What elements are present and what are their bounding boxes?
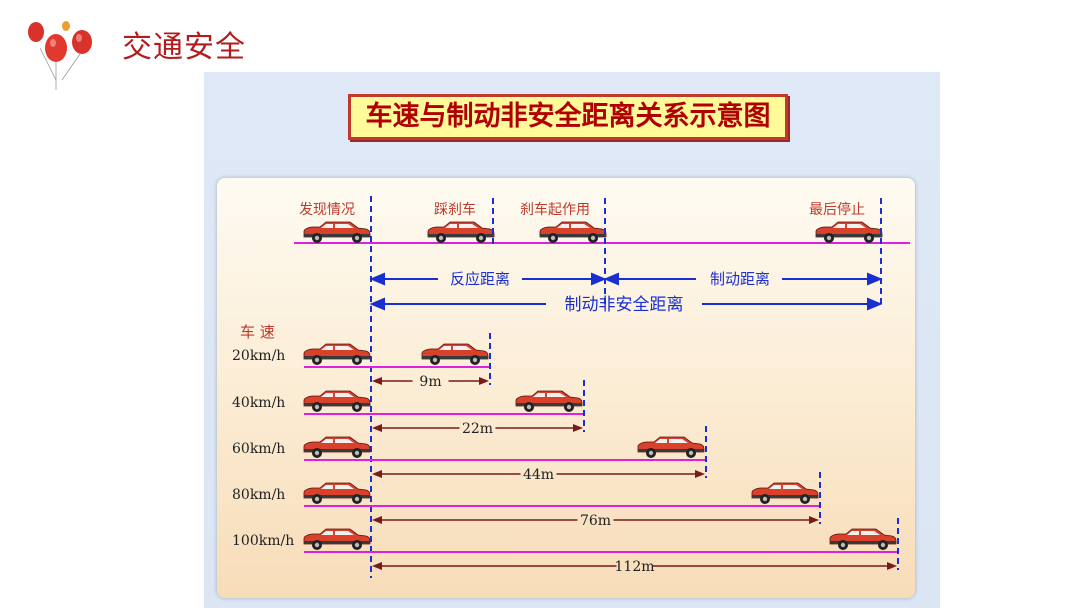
speed-header: 车 速	[240, 323, 275, 341]
arrow-head	[573, 424, 583, 432]
arrow-head	[372, 470, 382, 478]
car-end	[751, 482, 819, 505]
arrow-head	[372, 377, 382, 385]
car-start	[303, 482, 371, 505]
car-end	[421, 343, 489, 366]
braking-distance-label: 制动距离	[710, 270, 770, 288]
distance-label: 76m	[580, 513, 611, 529]
speed-rows: 20km/h 9m 40km/h 22m 60km/h 44m 80km/h 76m 100km…	[232, 333, 899, 575]
event-label: 最后停止	[809, 201, 865, 218]
arrow-head	[372, 424, 382, 432]
diagram-board	[217, 178, 915, 598]
arrow-head	[372, 516, 382, 524]
car-end	[637, 436, 705, 459]
arrow-head	[479, 377, 489, 385]
distance-label: 44m	[523, 467, 554, 483]
diagram-title: 车速与制动非安全距离关系示意图	[348, 94, 788, 140]
car-end	[829, 528, 897, 551]
arrow-head	[372, 562, 382, 570]
car-brake-effect	[539, 221, 607, 244]
car-end	[515, 390, 583, 413]
car-start	[303, 390, 371, 413]
distance-label: 22m	[462, 421, 493, 437]
speed-label: 40km/h	[232, 395, 285, 411]
total-distance-label: 制动非安全距离	[565, 295, 684, 315]
event-label: 发现情况	[299, 202, 355, 218]
event-label: 刹车起作用	[520, 201, 590, 218]
speed-label: 20km/h	[232, 348, 285, 364]
car-start	[303, 436, 371, 459]
distance-label: 112m	[615, 559, 655, 575]
distance-label: 9m	[419, 374, 441, 390]
speed-label: 80km/h	[232, 487, 285, 503]
arrow-head	[809, 516, 819, 524]
arrow-head	[695, 470, 705, 478]
balloons-icon	[28, 21, 92, 90]
car-start	[303, 528, 371, 551]
car-brake-press	[427, 221, 495, 244]
speed-label: 60km/h	[232, 441, 285, 457]
event-label: 踩刹车	[434, 201, 476, 218]
car-start	[303, 343, 371, 366]
arrow-head	[887, 562, 897, 570]
speed-label: 100km/h	[232, 533, 294, 549]
car-discover	[303, 221, 371, 244]
car-stop	[815, 221, 883, 244]
reaction-distance-label: 反应距离	[450, 270, 510, 288]
page-title: 交通安全	[122, 30, 246, 65]
